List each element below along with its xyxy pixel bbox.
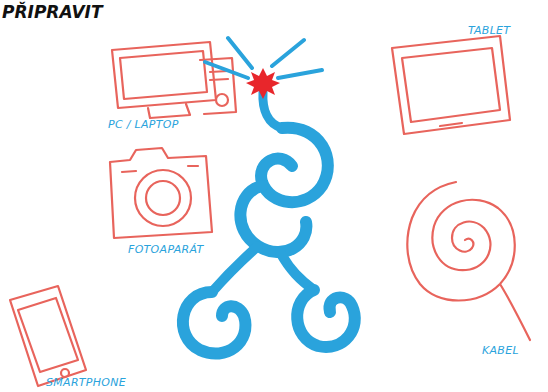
tablet-sketch — [392, 36, 510, 134]
device-label: FOTOAPARÁT — [128, 243, 204, 256]
device-label: TABLET — [468, 24, 510, 37]
pc-sketch — [112, 42, 236, 118]
camera-sketch — [110, 148, 212, 238]
device-label: SMARTPHONE — [46, 376, 126, 389]
smartphone-sketch — [10, 286, 86, 386]
cable-sketch — [407, 182, 530, 340]
hub-star — [246, 68, 280, 99]
device-label: KABEL — [482, 344, 519, 357]
hub-figure — [183, 38, 355, 354]
device-label: PC / LAPTOP — [108, 118, 179, 131]
page-heading: PŘIPRAVIT — [2, 2, 103, 22]
